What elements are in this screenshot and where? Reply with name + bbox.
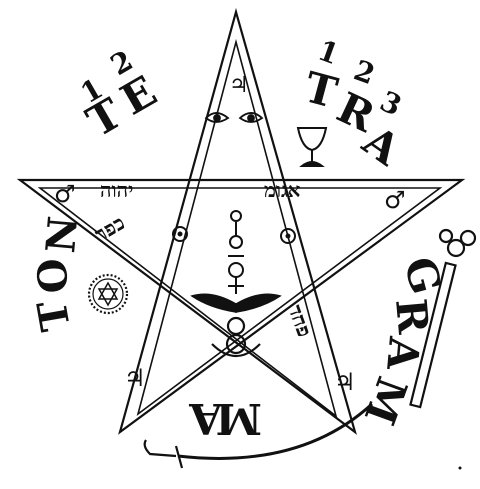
letter-ma-a: A (188, 394, 223, 443)
star-inner-lines (37, 38, 443, 419)
central-symbols (228, 210, 244, 294)
letter-ton-o: O (28, 256, 78, 295)
jupiter-bottom-left-icon: ♃ (124, 364, 146, 392)
mars-right-icon: ♂ (384, 186, 406, 214)
scepter-icon (409, 228, 477, 409)
hexagram-medallion-icon (87, 273, 129, 315)
speck (458, 466, 462, 470)
jupiter-bottom-right-icon: ♃ (334, 368, 356, 396)
letter-gram-a: A (377, 334, 429, 373)
letter-gram-m: M (355, 371, 417, 431)
letter-ton-t: T (28, 297, 79, 335)
numeral-tra-3: 3 (375, 84, 407, 122)
letter-ma-m: M (216, 394, 263, 443)
mars-left-icon: ♂ (54, 180, 76, 208)
sword-icon (143, 402, 374, 469)
hebrew-top-left: יהוה (100, 178, 133, 202)
star-outer-lines (16, 7, 466, 435)
jupiter-top-icon: ♃ (229, 73, 249, 98)
pentagram-star (16, 7, 466, 435)
word-tra: 1 2 3 T R A (299, 34, 410, 176)
letter-gram-r: R (386, 297, 438, 337)
letter-tra-t: T (299, 62, 342, 117)
eyes-icon (204, 112, 264, 123)
hebrew-top-right: אגומ (264, 178, 301, 202)
wings-icon (190, 293, 282, 313)
word-ma: M A (188, 394, 262, 443)
hebrew-right-arm: פחד (283, 302, 317, 341)
letter-ton-n: N (37, 214, 87, 255)
word-te: 1 2 T E (75, 44, 165, 147)
arm-circles (172, 226, 296, 244)
chalice-icon (296, 127, 328, 167)
word-ton: T O N (28, 214, 87, 334)
caduceus-icon (211, 316, 261, 358)
hebrew-left-arm: כפר (91, 210, 129, 246)
